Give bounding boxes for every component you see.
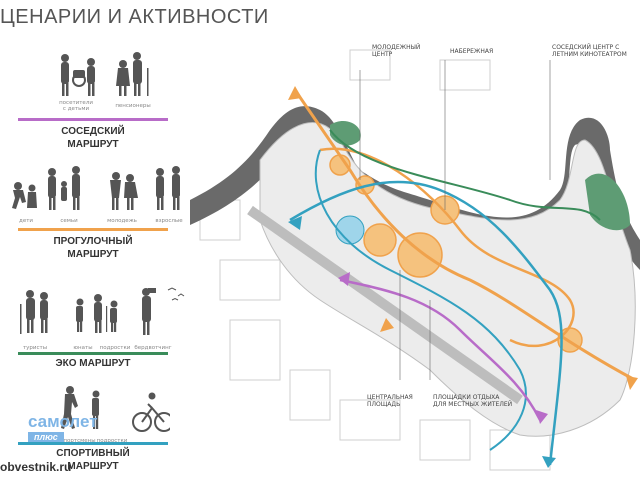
route-arrows [288,86,638,468]
neighbor-route-path [339,278,542,421]
caption-children: дети [19,218,33,224]
label-rest-areas: ПЛОЩАДКИ ОТДЫХА ДЛЯ МЕСТНЫХ ЖИТЕЛЕЙ [433,394,513,409]
label-central-square: ЦЕНТРАЛЬНАЯ ПЛОЩАДЬ [367,394,413,409]
walking-route-line [18,228,168,231]
caption-visitors-with-children: посетители с детьми [59,100,93,113]
caption-teens: подростки [99,345,131,351]
walking-people-icon [12,166,180,210]
page-title: ЦЕНАРИИ И АКТИВНОСТИ [0,6,269,28]
caption-birdwatching: бердвотчинг [134,345,172,351]
main-road [247,205,523,405]
callout-lines [359,60,551,380]
label-youth-center: МОЛОДЕЖНЫЙ ЦЕНТР [372,44,421,59]
sport-people-icon [61,386,170,432]
sport-route-line [18,442,168,445]
eco-route-path [329,129,601,221]
caption-athletes: спортсмены [60,438,96,444]
watermark-brand: самолет [28,412,98,431]
caption-pensioners: пенсионеры [115,103,151,109]
walking-route-path [293,89,636,382]
caption-young-naturalists: юнаты [73,345,93,351]
eco-people-icon [20,287,185,335]
park-land [259,122,636,437]
park-map [190,49,640,471]
pond [335,215,365,245]
eco-route-line [18,352,168,355]
label-embankment: НАБЕРЕЖНАЯ [450,48,494,55]
label-neighbor-center: СОСЕДСКИЙ ЦЕНТР С ЛЕТНИМ КИНОТЕАТРОМ [552,44,627,59]
caption-tourists: туристы [22,345,48,351]
caption-youth: молодежь [107,218,137,224]
watermark-badge: плюс [28,432,64,442]
neighbor-people-icon [61,52,149,96]
caption-teens-sport: подростки [96,438,128,444]
caption-adults: взрослые [155,218,183,224]
sport-route-path [289,180,563,466]
eco-route-label: ЭКО МАРШРУТ [55,358,131,369]
caption-families: семьи [60,218,78,224]
site-url: obvestnik.ru [0,460,72,474]
scenario-legend: посетители с детьми пенсионеры СОСЕДСКИЙ… [0,40,190,480]
sport-route-loop [314,149,527,451]
neighbor-route-line [18,118,168,121]
